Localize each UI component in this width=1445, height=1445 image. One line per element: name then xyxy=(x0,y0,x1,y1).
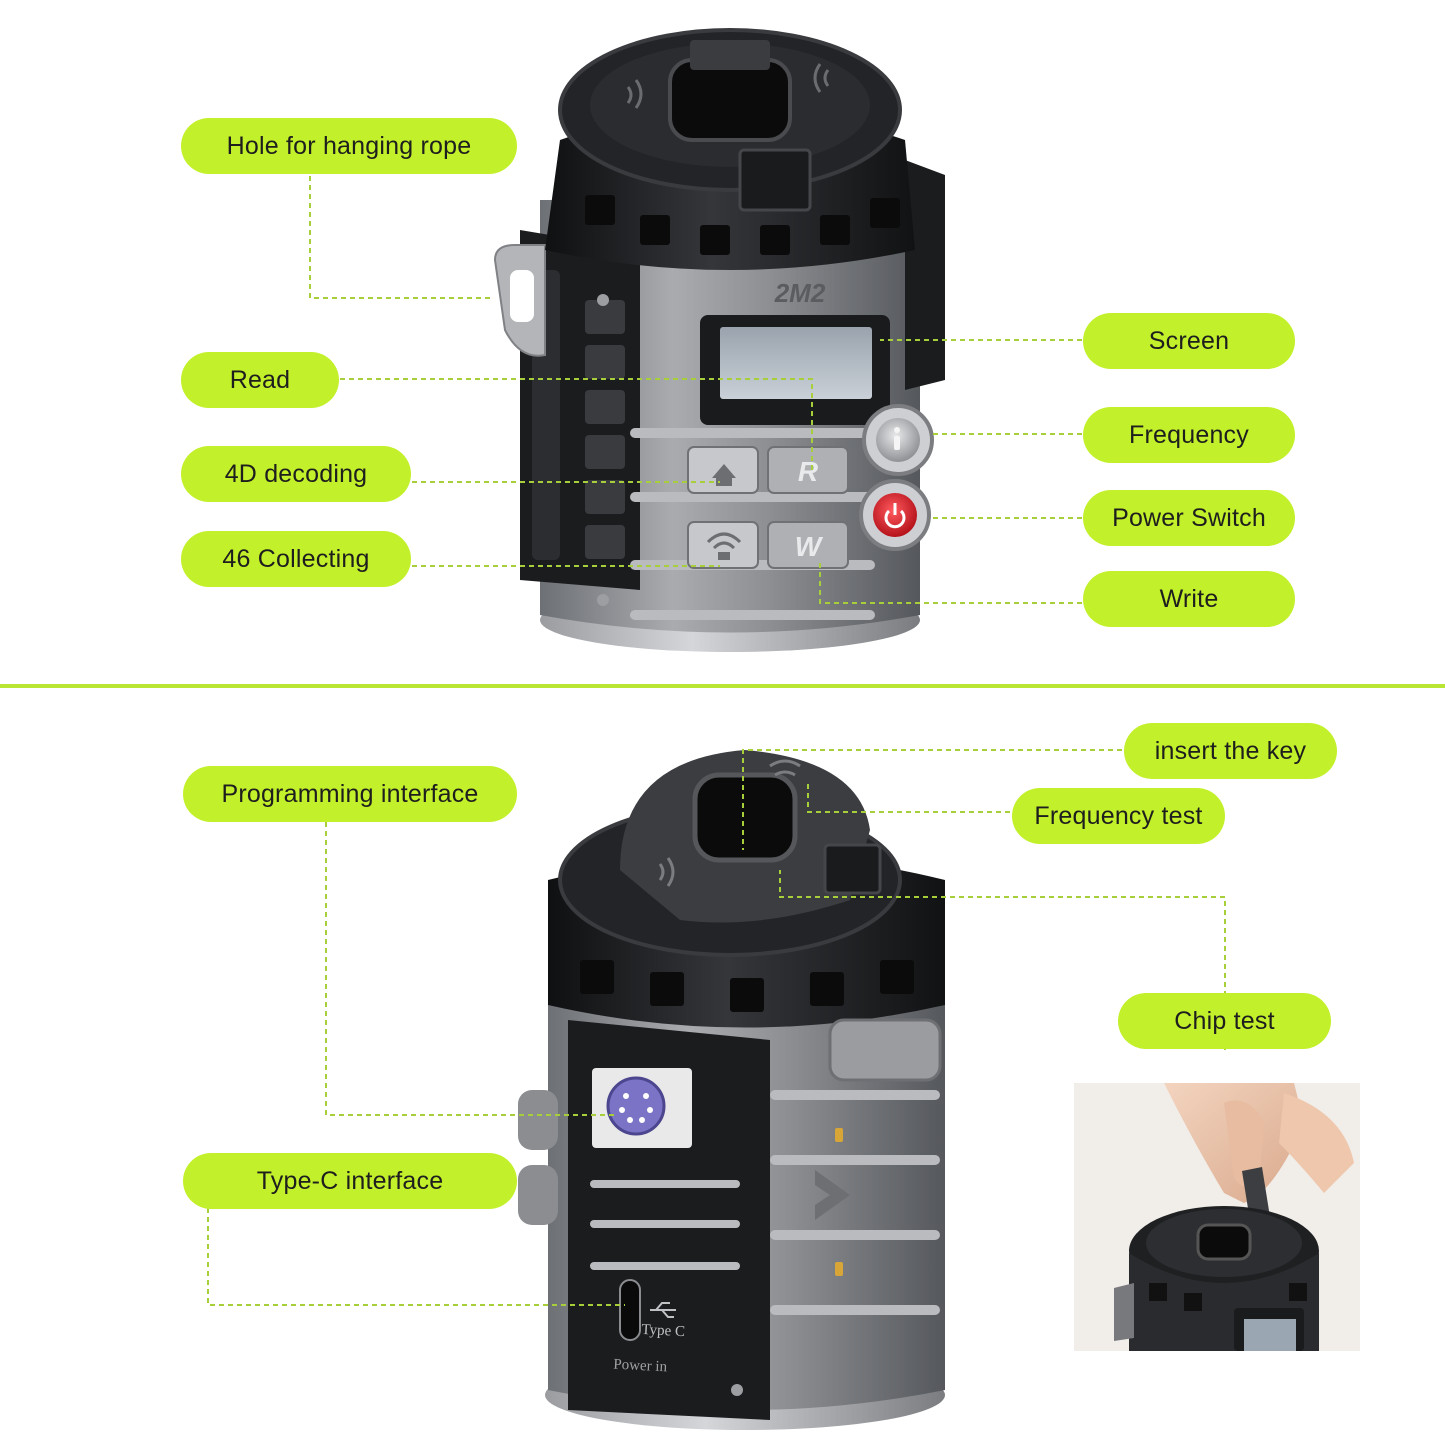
section-divider xyxy=(0,684,1445,688)
label-46-collecting: 46 Collecting xyxy=(181,531,411,587)
nfc-wave-icon xyxy=(626,63,830,109)
svg-text:W: W xyxy=(795,531,824,562)
label-read: Read xyxy=(181,352,339,408)
label-power-switch: Power Switch xyxy=(1083,490,1295,546)
power-in-label: Power in xyxy=(613,1357,668,1376)
46-collecting-button[interactable] xyxy=(687,521,759,569)
chip-test-photo xyxy=(1074,1083,1360,1351)
label-write: Write xyxy=(1083,571,1295,627)
label-4d-decoding: 4D decoding xyxy=(181,446,411,502)
label-screen: Screen xyxy=(1083,313,1295,369)
device-bottom: Type C Power in xyxy=(518,750,945,1430)
label-insert-the-key: insert the key xyxy=(1124,723,1337,779)
leader-lines xyxy=(207,176,1226,1306)
svg-text:R: R xyxy=(798,456,819,487)
label-frequency: Frequency xyxy=(1083,407,1295,463)
power-icon xyxy=(884,503,906,529)
label-programming-interface: Programming interface xyxy=(183,766,517,822)
usb-icon xyxy=(650,1302,676,1318)
device-top: 2M2 R xyxy=(493,28,945,652)
chip xyxy=(1242,1167,1270,1221)
programming-port xyxy=(606,1076,666,1136)
type-c-port xyxy=(619,1279,641,1341)
label-type-c-interface: Type-C interface xyxy=(183,1153,517,1209)
brand-mark: 2M2 xyxy=(774,278,826,308)
label-frequency-test: Frequency test xyxy=(1012,788,1225,844)
label-chip-test: Chip test xyxy=(1118,993,1331,1049)
screw xyxy=(597,294,609,306)
key-slot xyxy=(668,58,792,142)
screw xyxy=(731,1384,743,1396)
write-button[interactable] xyxy=(767,521,849,569)
type-c-port-label: Type C xyxy=(641,1322,685,1340)
screen xyxy=(720,327,872,399)
label-hanging-rope: Hole for hanging rope xyxy=(181,118,517,174)
read-button[interactable] xyxy=(767,446,849,494)
home-icon xyxy=(712,464,736,486)
screw xyxy=(597,594,609,606)
info-icon xyxy=(894,427,900,450)
signal-icon xyxy=(706,532,742,560)
nfc-wave-icon xyxy=(658,759,801,887)
key-slot xyxy=(692,772,798,863)
